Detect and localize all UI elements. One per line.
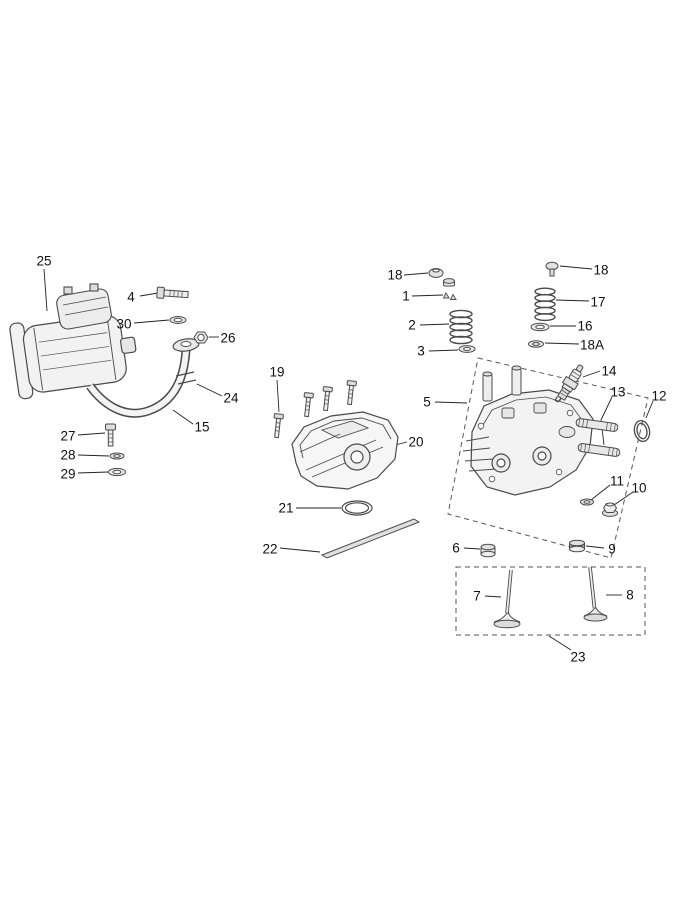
dashed-group-outlines — [447, 357, 649, 636]
callout-5: 5 — [423, 394, 431, 410]
callout-16: 16 — [577, 318, 593, 334]
o-ring-12-drawing — [633, 419, 651, 443]
callout-21: 21 — [278, 500, 294, 516]
nut-26-drawing — [193, 331, 209, 344]
callout-22: 22 — [262, 541, 278, 557]
callout-25: 25 — [36, 253, 52, 269]
valve-guides-drawing — [482, 365, 522, 402]
callout-23: 23 — [570, 649, 586, 665]
valve-cap-18-left-drawing — [428, 268, 455, 287]
leader-lines — [43, 265, 654, 651]
washer-28-drawing — [109, 452, 125, 460]
valve-7-drawing — [493, 569, 521, 629]
valve-cover-drawing — [291, 411, 399, 490]
callout-2: 2 — [408, 317, 416, 333]
callout-30: 30 — [116, 316, 132, 332]
callout-4: 4 — [127, 289, 135, 305]
callout-18-left: 18 — [387, 267, 403, 283]
spring-washer-16-drawing — [530, 322, 550, 332]
muffler-bracket-drawing — [56, 283, 112, 330]
valve-spring-17-drawing — [534, 287, 556, 322]
callout-1: 1 — [402, 288, 410, 304]
callout-12: 12 — [651, 388, 667, 404]
callout-7: 7 — [473, 588, 481, 604]
cylinder-head-drawing — [462, 389, 594, 496]
callout-6: 6 — [452, 540, 460, 556]
rod-22-drawing — [320, 518, 421, 559]
bolt-10-drawing — [602, 502, 618, 517]
retainer-9-drawing — [569, 539, 585, 553]
valve-cap-18-right-drawing — [545, 261, 559, 277]
valve-keeper-1-drawing — [442, 292, 457, 300]
callout-8: 8 — [626, 587, 634, 603]
callout-15: 15 — [194, 419, 210, 435]
stud-13-drawing — [575, 418, 621, 457]
cover-bolts-19-drawing — [273, 380, 357, 439]
valve-8-drawing — [583, 566, 608, 622]
pipe-clamp-drawing — [175, 371, 197, 385]
callout-29: 29 — [60, 466, 76, 482]
gasket-21-drawing — [341, 500, 373, 516]
callout-17: 17 — [590, 294, 606, 310]
callout-3: 3 — [417, 343, 425, 359]
cylinder-head-group-outline — [447, 357, 649, 559]
callout-27: 27 — [60, 428, 76, 444]
callout-18A: 18A — [579, 337, 605, 353]
callout-18-right: 18 — [593, 262, 609, 278]
washer-30-drawing — [169, 316, 187, 324]
bolt-4-drawing — [156, 286, 189, 299]
callout-20: 20 — [408, 434, 424, 450]
washer-18A-drawing — [528, 340, 544, 348]
valve-spring-2-drawing — [449, 309, 473, 345]
callout-26: 26 — [220, 330, 236, 346]
muffler-drawing — [9, 315, 137, 400]
valve-group-outline — [455, 566, 646, 636]
spring-seat-3-drawing — [458, 345, 476, 353]
washer-29-drawing — [108, 467, 126, 477]
callout-14: 14 — [601, 363, 617, 379]
callout-10: 10 — [631, 480, 647, 496]
callout-9: 9 — [608, 541, 616, 557]
callout-28: 28 — [60, 447, 76, 463]
callout-11: 11 — [609, 473, 625, 489]
callout-19: 19 — [269, 364, 285, 380]
bolt-27-drawing — [105, 423, 116, 447]
callout-13: 13 — [610, 384, 626, 400]
retainer-6-drawing — [480, 543, 496, 558]
callout-24: 24 — [223, 390, 239, 406]
spark-plug-14-drawing — [554, 364, 584, 403]
washer-11-drawing — [580, 498, 594, 506]
